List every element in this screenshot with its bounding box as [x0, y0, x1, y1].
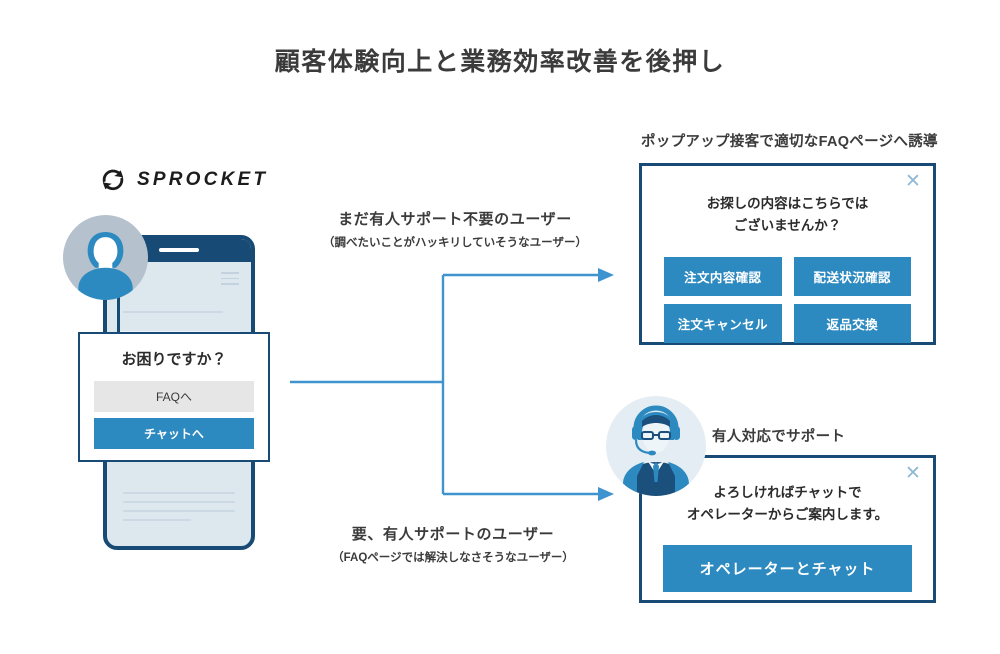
operator-popup: ✕ よろしければチャットで オペレーターからご案内します。 オペレーターとチャッ…	[639, 455, 936, 603]
brand-name: SPROCKET	[137, 169, 269, 190]
close-icon[interactable]: ✕	[905, 171, 921, 192]
faq-button-order-cancel[interactable]: 注文キャンセル	[664, 303, 782, 343]
faq-popup-caption: ポップアップ接客で適切なFAQページへ誘導	[641, 134, 938, 150]
branch-label-sub: （FAQページでは解決しなさそうなユーザー）	[332, 552, 574, 564]
close-icon[interactable]: ✕	[905, 463, 921, 484]
phone-speaker	[159, 248, 199, 252]
user-avatar-icon	[63, 215, 148, 300]
faq-button-return-exchange[interactable]: 返品交換	[793, 303, 911, 343]
chat-link-button[interactable]: チャットへ	[94, 418, 254, 449]
phone-placeholder-lines	[123, 492, 235, 528]
page-title: 顧客体験向上と業務効率改善を後押し	[274, 48, 726, 76]
phone-placeholder-line	[123, 311, 223, 313]
faq-button-grid: 注文内容確認 配送状況確認 注文キャンセル 返品交換	[664, 256, 911, 343]
brand-logo: SPROCKET	[100, 167, 268, 193]
faq-popup-message-line1: お探しの内容はこちらでは	[706, 196, 869, 211]
operator-popup-caption: 有人対応でサポート	[712, 429, 846, 445]
faq-link-button[interactable]: FAQへ	[94, 381, 254, 412]
branch-label-main: 要、有人サポートのユーザー	[351, 526, 555, 543]
faq-popup-message-line2: ございませんか？	[733, 218, 842, 234]
faq-popup: ✕ お探しの内容はこちらでは ございませんか？ 注文内容確認 配送状況確認 注文…	[639, 163, 936, 345]
operator-popup-message: よろしければチャットで オペレーターからご案内します。	[642, 482, 933, 527]
branch-label-sub: （調べたいことがハッキリしていそうなユーザー）	[323, 237, 587, 249]
branch-label-no-human-support: まだ有人サポート不要のユーザー （調べたいことがハッキリしていそうなユーザー）	[290, 208, 620, 250]
faq-popup-message: お探しの内容はこちらでは ございませんか？	[642, 193, 933, 238]
phone-popup-title: お困りですか？	[121, 351, 227, 368]
branch-label-main: まだ有人サポート不要のユーザー	[338, 211, 572, 228]
hamburger-menu-icon[interactable]	[221, 272, 239, 289]
faq-button-order-check[interactable]: 注文内容確認	[664, 256, 782, 296]
faq-button-shipping-status[interactable]: 配送状況確認	[793, 256, 911, 296]
operator-headset-icon	[606, 396, 706, 496]
avatar-stem	[117, 290, 120, 336]
sprocket-swirl-icon	[100, 167, 126, 193]
operator-chat-cta-button[interactable]: オペレーターとチャット	[663, 544, 912, 592]
operator-popup-message-line1: よろしければチャットで	[713, 485, 862, 500]
branch-label-needs-human-support: 要、有人サポートのユーザー （FAQページでは解決しなさそうなユーザー）	[288, 523, 618, 565]
operator-popup-message-line2: オペレーターからご案内します。	[686, 507, 889, 523]
phone-chat-popup: お困りですか？ FAQへ チャットへ	[78, 332, 270, 462]
